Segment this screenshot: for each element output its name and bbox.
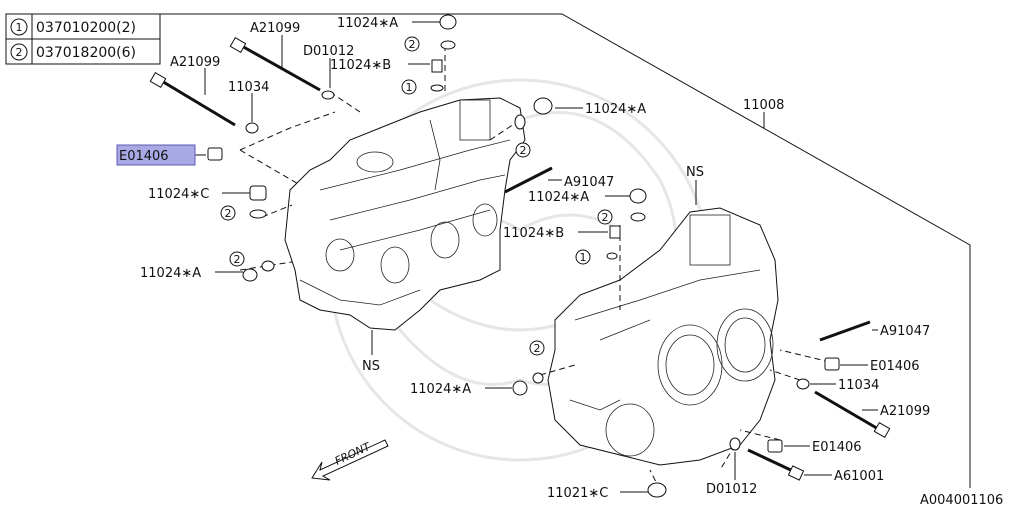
bolt-a21099-left: [149, 71, 167, 89]
plug-11024a-bottom: [512, 380, 528, 396]
label-11021c[interactable]: 11021∗C: [547, 486, 608, 501]
label-11024a-top[interactable]: 11024∗A: [337, 16, 398, 31]
markers: 2 1 2 2 2 2 1 2: [220, 36, 613, 356]
washer-2-mid: [514, 114, 526, 130]
label-d01012-bottom[interactable]: D01012: [706, 482, 757, 497]
plug-11024c: [249, 185, 267, 201]
washer-2-center: [630, 212, 646, 222]
label-a21099-left[interactable]: A21099: [170, 55, 220, 70]
legend-box: 1 037010200(2) 2 037018200(6): [5, 13, 161, 65]
label-11024b-center[interactable]: 11024∗B: [503, 226, 564, 241]
legend-marker-2-text: 2: [16, 46, 23, 59]
plug-11024a-top: [439, 14, 457, 30]
label-11034-top[interactable]: 11034: [228, 80, 269, 95]
marker-2-left: [229, 251, 245, 267]
dashed-guides: [239, 45, 831, 491]
washer-11034-top: [245, 122, 259, 134]
marker-2-c: [220, 205, 236, 221]
dowel-e01406-right: [824, 357, 840, 371]
marker-2-c-text: 2: [225, 207, 232, 220]
bolt-a21099-right: [873, 421, 891, 439]
diagram-code: A004001106: [920, 493, 1003, 508]
label-11024a-bottom[interactable]: 11024∗A: [410, 382, 471, 397]
right-cylinder-block: [547, 207, 779, 466]
label-a91047-top[interactable]: A91047: [564, 175, 614, 190]
plug-11024b-center: [609, 225, 621, 239]
legend-marker-2: [10, 43, 28, 61]
marker-2-top-text: 2: [409, 38, 416, 51]
label-11024a-mid[interactable]: 11024∗A: [585, 102, 646, 117]
legend-code-1: 037010200(2): [36, 20, 136, 36]
oring-1-center: [606, 252, 618, 260]
bolt-a61001: [787, 465, 805, 481]
label-e01406-selected[interactable]: E01406: [119, 149, 169, 164]
marker-2-bottom-text: 2: [534, 342, 541, 355]
label-a21099-top[interactable]: A21099: [250, 21, 300, 36]
marker-2-top: [404, 36, 420, 52]
plug-11024b-top: [431, 59, 443, 73]
label-11024a-center[interactable]: 11024∗A: [528, 190, 589, 205]
plug-11021c: [647, 482, 667, 498]
marker-2-mid: [515, 142, 531, 158]
plug-11024a-center: [629, 188, 647, 204]
legend-code-2: 037018200(6): [36, 45, 136, 61]
label-d01012-top[interactable]: D01012: [303, 44, 354, 59]
label-11024a-left[interactable]: 11024∗A: [140, 266, 201, 281]
marker-2-mid-text: 2: [520, 144, 527, 157]
label-11024b-top[interactable]: 11024∗B: [330, 58, 391, 73]
front-arrow: FRONT: [311, 439, 389, 481]
dowel-e01406: [207, 147, 223, 161]
legend-marker-1: [10, 18, 28, 36]
label-e01406-right[interactable]: E01406: [870, 359, 920, 374]
label-11008[interactable]: 11008: [743, 98, 784, 113]
washer-11034-right: [796, 378, 810, 390]
small-parts: [149, 14, 891, 498]
label-a91047-right[interactable]: A91047: [880, 324, 930, 339]
leader-lines: [195, 21, 878, 493]
label-e01406-low[interactable]: E01406: [812, 440, 862, 455]
marker-2-center-text: 2: [602, 211, 609, 224]
plug-11024a-left: [242, 268, 258, 282]
frame-lines: [160, 13, 971, 488]
left-cylinder-block: [284, 97, 526, 331]
label-11024c[interactable]: 11024∗C: [148, 187, 209, 202]
marker-2-left-text: 2: [234, 253, 241, 266]
washer-2-c: [249, 209, 267, 219]
part-labels: A21099 A21099 D01012 11034 E01406 11024∗…: [119, 16, 1003, 508]
front-label: FRONT: [333, 440, 374, 468]
label-a61001[interactable]: A61001: [834, 469, 884, 484]
washer-2-bottom: [532, 372, 544, 384]
label-ns-top[interactable]: NS: [686, 165, 704, 180]
washer-2-left: [261, 260, 275, 272]
plug-11024a-mid: [533, 97, 553, 115]
washer-d01012-bottom: [729, 437, 741, 451]
marker-1-top-text: 1: [406, 81, 413, 94]
washer-2-top: [440, 40, 456, 50]
marker-1-top: [401, 79, 417, 95]
bolt-a21099-top: [229, 36, 247, 54]
label-a21099-right[interactable]: A21099: [880, 404, 930, 419]
marker-1-center: [575, 249, 591, 265]
dowel-e01406-low: [767, 439, 783, 453]
label-ns-left[interactable]: NS: [362, 359, 380, 374]
label-11034-right[interactable]: 11034: [838, 378, 879, 393]
washer-d01012-top: [321, 90, 335, 100]
marker-1-center-text: 1: [580, 251, 587, 264]
marker-2-bottom: [529, 340, 545, 356]
marker-2-center: [597, 209, 613, 225]
oring-1-top: [430, 84, 444, 92]
selected-part-highlight[interactable]: [116, 144, 196, 166]
legend-marker-1-text: 1: [16, 21, 23, 34]
